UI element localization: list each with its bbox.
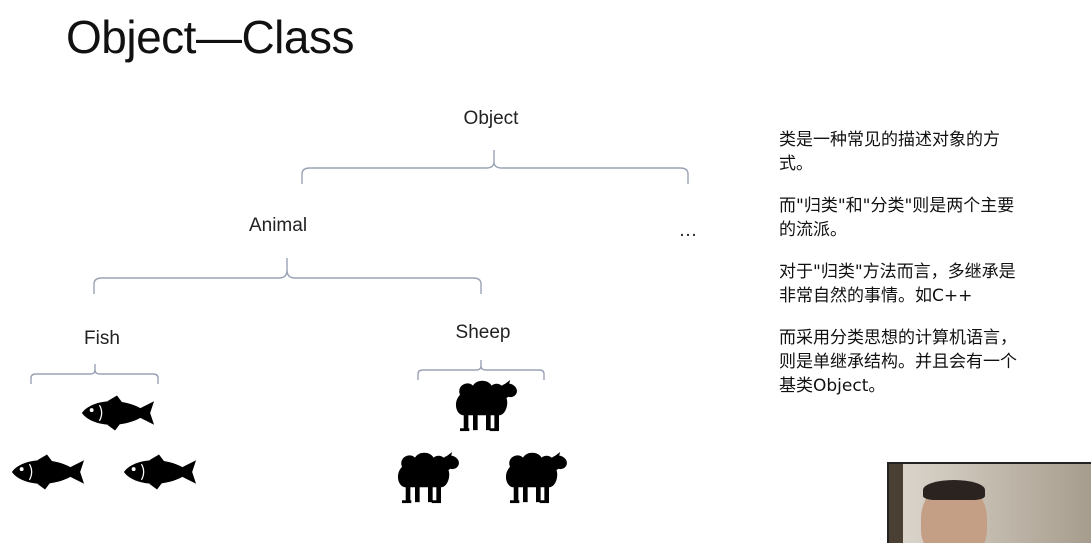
notes-panel: 类是一种常见的描述对象的方式。 而"归类"和"分类"则是两个主要的流派。 对于"… — [779, 128, 1029, 416]
fish-icon — [123, 454, 197, 490]
page-title: Object—Class — [66, 11, 354, 63]
note-paragraph: 类是一种常见的描述对象的方式。 — [779, 130, 1000, 174]
fish-icon — [11, 454, 85, 490]
node-sheep: Sheep — [455, 322, 511, 343]
sheep-icon — [455, 380, 517, 432]
root-bracket — [301, 150, 689, 184]
sheep-icon — [397, 452, 459, 504]
node-object: Object — [463, 108, 519, 129]
node-fish: Fish — [84, 328, 120, 349]
fish-bracket — [30, 364, 159, 384]
note-paragraph: 而"归类"和"分类"则是两个主要的流派。 — [779, 196, 1015, 240]
sheep-bracket — [417, 360, 545, 380]
node-animal: Animal — [248, 215, 308, 236]
class-hierarchy-diagram — [11, 150, 689, 504]
note-paragraph: 而采用分类思想的计算机语言，则是单继承结构。并且会有一个基类Object。 — [779, 328, 1017, 396]
webcam-overlay — [887, 462, 1091, 543]
note-paragraph: 对于"归类"方法而言，多继承是非常自然的事情。如C++ — [779, 262, 1016, 306]
animal-bracket — [93, 258, 482, 294]
fish-icon — [81, 395, 155, 431]
sheep-icon — [505, 452, 567, 504]
node-ellipsis: … — [678, 220, 698, 241]
